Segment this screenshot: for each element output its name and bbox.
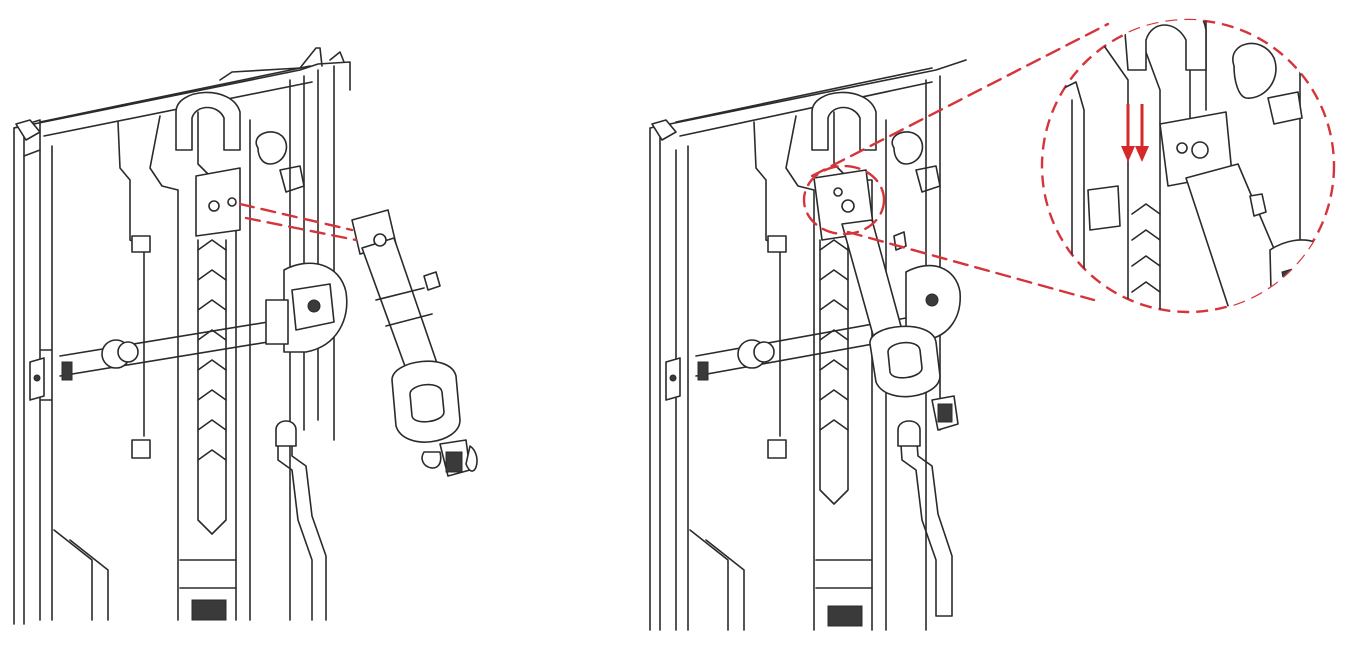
detail-source-circle <box>802 164 886 236</box>
zoom-leader-lines <box>810 22 1110 302</box>
down-arrow-icon <box>1121 104 1149 162</box>
insertion-guide-lines <box>238 202 358 242</box>
zoom-detail-circle <box>1040 18 1336 314</box>
panel-left-frame <box>13 47 351 625</box>
panel-right-frame <box>649 59 967 631</box>
clamp-assembly-detached <box>351 209 478 477</box>
